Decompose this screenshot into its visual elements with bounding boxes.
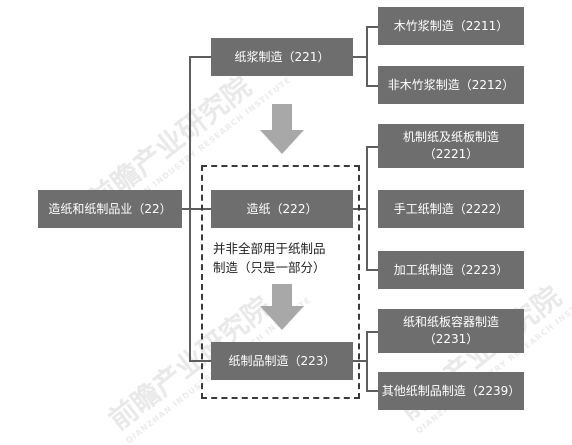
connector [366, 26, 378, 28]
connector [366, 269, 378, 271]
connector [366, 331, 368, 391]
pulp-node: 纸浆制造（221） [211, 38, 353, 76]
containers-node: 纸和纸板容器制造 （2231） [378, 309, 524, 353]
connector [366, 390, 378, 392]
connector [189, 56, 211, 58]
paper-label: 造纸（222） [246, 201, 318, 216]
connector [189, 208, 211, 210]
handmade-paper-node: 手工纸制造（2222） [378, 190, 524, 228]
handmade-paper-label: 手工纸制造（2222） [393, 201, 509, 216]
scope-dashed-box [201, 165, 360, 399]
down-arrow-icon [260, 104, 304, 154]
down-arrow-icon [260, 284, 304, 330]
wood-pulp-node: 木竹浆制造（2211） [378, 7, 524, 45]
root-label: 造纸和纸制品业（22） [48, 201, 172, 216]
machine-paper-label-line2: （2221） [423, 147, 479, 161]
containers-label-line2: （2231） [423, 332, 479, 346]
wood-pulp-label: 木竹浆制造（2211） [393, 18, 509, 33]
scope-note-line1: 并非全部用于纸制品 [213, 241, 326, 256]
machine-paper-label-line1: 机制纸及纸板制造 [402, 130, 499, 144]
connector [182, 208, 190, 210]
root-node: 造纸和纸制品业（22） [38, 190, 182, 228]
connector [366, 26, 368, 86]
connector [366, 85, 378, 87]
paper-node: 造纸（222） [211, 190, 353, 228]
containers-label-line1: 纸和纸板容器制造 [402, 315, 499, 329]
connector [353, 208, 367, 210]
nonwood-pulp-label: 非木竹浆制造（2212） [387, 77, 515, 92]
pulp-label: 纸浆制造（221） [234, 49, 330, 64]
scope-note: 并非全部用于纸制品 制造（只是一部分） [213, 239, 359, 277]
connector [353, 56, 367, 58]
other-products-node: 其他纸制品制造（2239） [378, 372, 524, 410]
products-node: 纸制品制造（223） [211, 342, 353, 380]
connector [366, 146, 368, 270]
processed-paper-node: 加工纸制造（2223） [378, 251, 524, 289]
other-products-label: 其他纸制品制造（2239） [381, 383, 521, 398]
nonwood-pulp-node: 非木竹浆制造（2212） [378, 66, 524, 104]
machine-paper-node: 机制纸及纸板制造 （2221） [378, 124, 524, 168]
connector [189, 360, 211, 362]
processed-paper-label: 加工纸制造（2223） [393, 262, 509, 277]
products-label: 纸制品制造（223） [228, 353, 336, 368]
connector [366, 331, 378, 333]
connector [353, 360, 367, 362]
scope-note-line2: 制造（只是一部分） [213, 260, 326, 275]
connector [366, 146, 378, 148]
